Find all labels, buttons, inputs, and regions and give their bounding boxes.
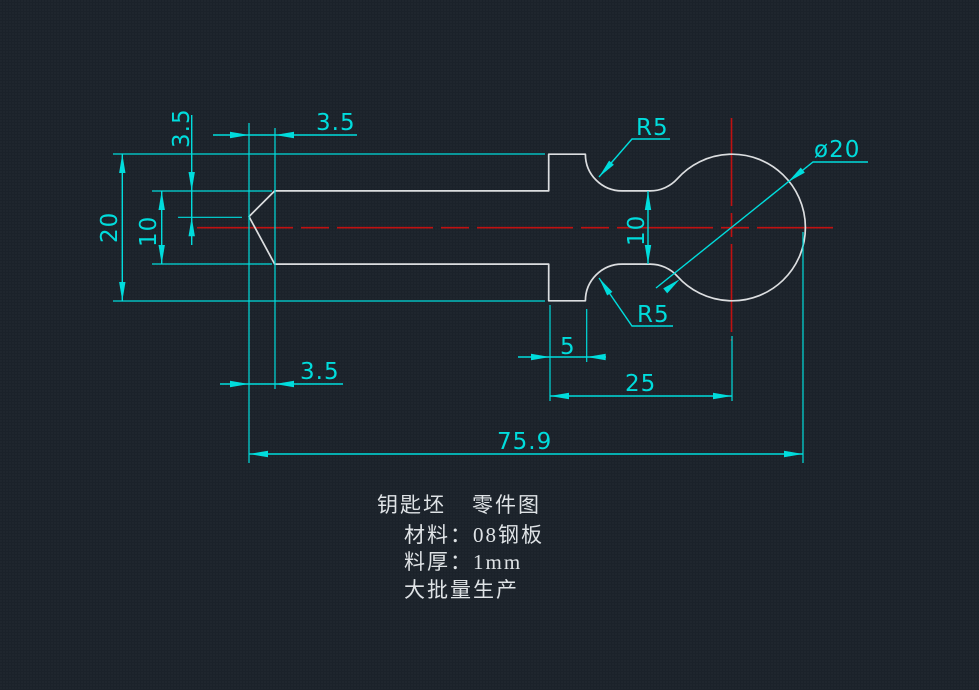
label-flare-to-center: 25 [625,371,656,397]
arrow-flare-length-left [531,353,550,361]
arrow-chamfer-bottom-right [275,380,294,388]
label-chamfer-bottom: 3.5 [300,359,340,385]
label-head-diameter: ø20 [814,137,860,163]
extension-lines [113,123,804,463]
arrow-diameter-near [788,167,805,182]
arrow-shaft-width-top [158,191,165,210]
arrow-chamfer-bottom-left [230,380,249,388]
arrow-overall-height-bottom [119,282,126,301]
title-block: 钥匙坯 零件图 材料：08钢板 料厚：1mm 大批量生产 [377,493,544,602]
label-fillet-bottom: R5 [637,302,670,328]
dimension-labels: 3.5 3.5 20 10 10 R5 R5 ø20 5 25 3.5 75.9 [97,108,860,455]
arrow-flare-length-right [586,353,606,361]
centerlines [197,118,833,341]
arrow-overall-length-left [249,450,268,458]
arrow-flare-to-center-right [713,392,732,400]
arrow-neck-width-bottom [644,245,652,264]
leader-fillet-top [598,138,670,178]
label-shaft-width: 10 [136,216,162,247]
production-note: 大批量生产 [404,578,519,602]
arrow-flare-to-center-left [550,392,569,400]
material-note: 材料：08钢板 [404,523,544,547]
label-fillet-top: R5 [636,115,669,141]
dimension-lines [121,115,868,455]
arrow-tip-offset-upper [188,172,195,191]
label-flare-length: 5 [560,334,576,360]
arrow-chamfer-top-right [275,131,294,139]
dimension-arrows [119,131,805,458]
arrow-overall-height-top [119,154,126,173]
label-overall-length: 75.9 [497,429,552,455]
label-neck-width: 10 [624,215,650,246]
leader-fillet-bottom [598,277,673,327]
arrow-tip-offset-lower [188,217,195,237]
arrow-fillet-bottom [599,278,613,296]
drawing-type: 零件图 [472,493,541,517]
arrow-diameter-far [663,279,680,294]
part-name: 钥匙坯 [377,493,446,517]
part-outline [248,153,807,302]
label-chamfer-top: 3.5 [316,110,356,136]
arrow-shaft-width-bottom [158,245,165,264]
leader-head-diameter [655,161,868,289]
arrow-neck-width-top [644,191,652,210]
thickness-note: 料厚：1mm [404,550,522,574]
label-tip-offset: 3.5 [169,108,195,148]
arrow-fillet-top [599,160,614,177]
arrow-chamfer-top-left [230,131,249,139]
label-overall-height: 20 [97,212,123,243]
arrow-overall-length-right [784,450,803,458]
